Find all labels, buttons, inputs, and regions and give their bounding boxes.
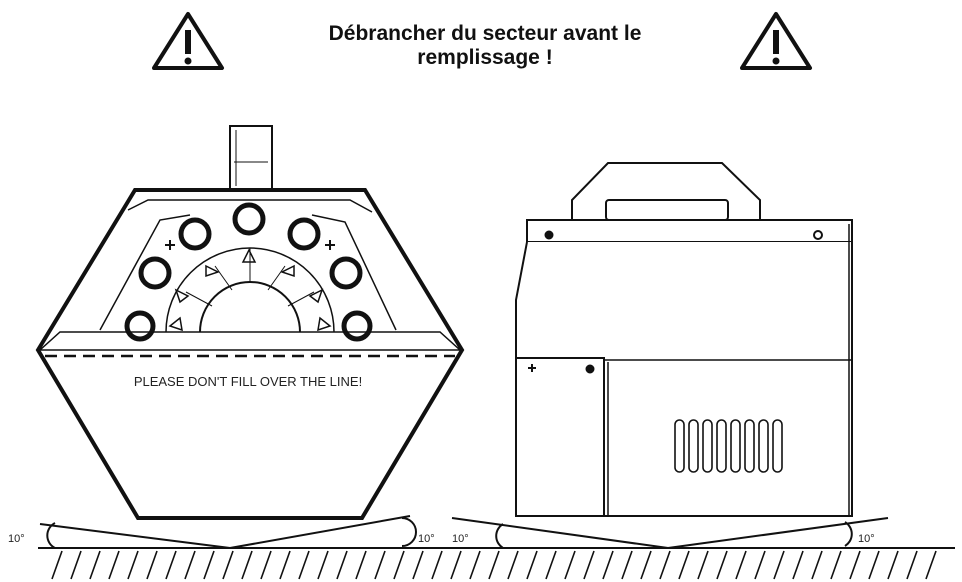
hatch-mark <box>830 550 842 580</box>
hatch-mark <box>165 550 177 580</box>
hatch-mark <box>260 550 272 580</box>
warning-triangle-icon-right <box>740 12 812 70</box>
warning-triangle-icon-left <box>152 12 224 70</box>
hatch-mark <box>716 550 728 580</box>
hatch-mark <box>317 550 329 580</box>
hatch-mark <box>925 550 937 580</box>
tilt-label-right-front: 10° <box>418 533 435 545</box>
hatch-mark <box>184 550 196 580</box>
hatch-mark <box>393 550 405 580</box>
hatch-mark <box>355 550 367 580</box>
hatch-mark <box>127 550 139 580</box>
warning-line-2: remplissage ! <box>417 46 553 69</box>
hatch-mark <box>70 550 82 580</box>
hatch-mark <box>678 550 690 580</box>
hatch-mark <box>469 550 481 580</box>
hatch-mark <box>51 550 63 580</box>
tilt-label-left-front: 10° <box>8 533 25 545</box>
warning-message: Débrancher du secteur avant le remplissa… <box>250 22 720 70</box>
hatch-mark <box>279 550 291 580</box>
hatch-mark <box>621 550 633 580</box>
hatch-mark <box>868 550 880 580</box>
hatch-mark <box>545 550 557 580</box>
hatch-mark <box>431 550 443 580</box>
warning-line-1: Débrancher du secteur avant le <box>328 22 642 45</box>
hatch-mark <box>146 550 158 580</box>
hatch-mark <box>488 550 500 580</box>
hatch-mark <box>735 550 747 580</box>
tilt-indicators <box>39 515 889 549</box>
front-outlet <box>229 125 273 191</box>
tilt-label-left-side: 10° <box>452 533 469 545</box>
hatch-mark <box>374 550 386 580</box>
hatch-mark <box>697 550 709 580</box>
hatch-mark <box>583 550 595 580</box>
hatch-mark <box>89 550 101 580</box>
side-view <box>515 162 853 517</box>
tilt-label-right-side: 10° <box>858 533 875 545</box>
hatch-mark <box>773 550 785 580</box>
hatch-mark <box>640 550 652 580</box>
hatch-mark <box>754 550 766 580</box>
hatch-mark <box>811 550 823 580</box>
hatch-mark <box>241 550 253 580</box>
hatch-mark <box>792 550 804 580</box>
hatch-mark <box>336 550 348 580</box>
hatch-mark <box>849 550 861 580</box>
hatch-mark <box>203 550 215 580</box>
hatch-mark <box>108 550 120 580</box>
hatch-mark <box>450 550 462 580</box>
hatch-mark <box>298 550 310 580</box>
front-hex-body <box>35 188 465 520</box>
hatch-mark <box>507 550 519 580</box>
hatch-mark <box>887 550 899 580</box>
hatch-mark <box>526 550 538 580</box>
hatch-mark <box>564 550 576 580</box>
hatch-mark <box>412 550 424 580</box>
hatch-mark <box>906 550 918 580</box>
ground-hatching <box>38 547 955 580</box>
fill-line-label: PLEASE DON'T FILL OVER THE LINE! <box>134 374 362 389</box>
hatch-mark <box>222 550 234 580</box>
front-view <box>35 125 465 520</box>
hatch-mark <box>602 550 614 580</box>
hatch-mark <box>659 550 671 580</box>
